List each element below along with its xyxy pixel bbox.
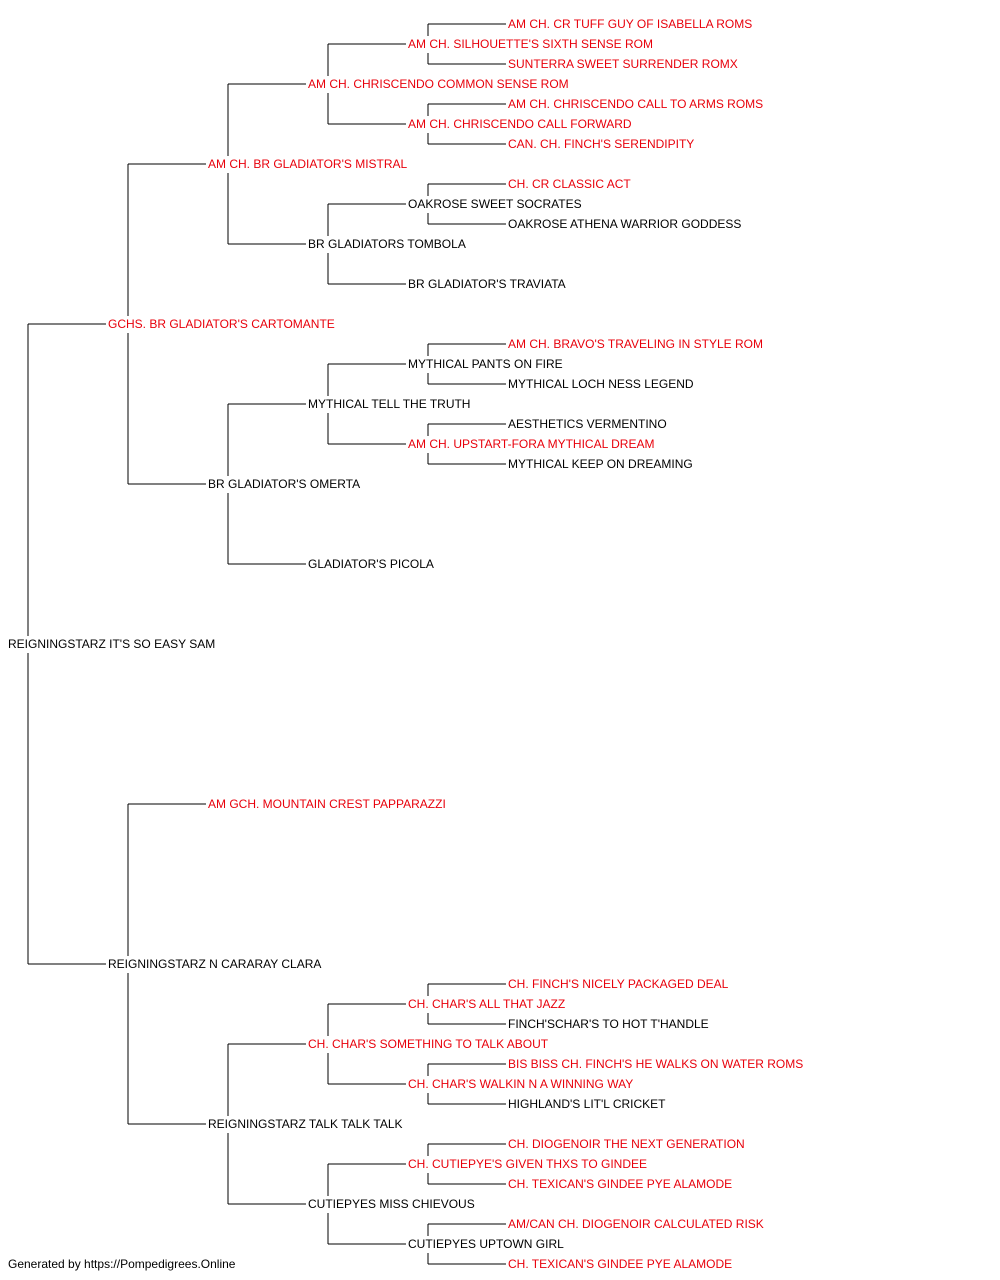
sire-5-name[interactable]: AM CH. BRAVO'S TRAVELING IN STYLE ROM [508, 337, 764, 351]
dam-5-name[interactable]: CH. TEXICAN'S GINDEE PYE ALAMODE [508, 1177, 733, 1191]
dam-5-name[interactable]: OAKROSE ATHENA WARRIOR GODDESS [508, 217, 742, 231]
sire-4-name[interactable]: OAKROSE SWEET SOCRATES [408, 197, 582, 211]
sire-5-name[interactable]: CH. FINCH'S NICELY PACKAGED DEAL [508, 977, 729, 991]
sire-5-name[interactable]: AM CH. CR TUFF GUY OF ISABELLA ROMS [508, 17, 753, 31]
sire-5-name[interactable]: CH. CR CLASSIC ACT [508, 177, 631, 191]
dam-5-name[interactable]: CH. TEXICAN'S GINDEE PYE ALAMODE [508, 1257, 733, 1271]
sire-5-name[interactable]: AM CH. CHRISCENDO CALL TO ARMS ROMS [508, 97, 764, 111]
dam-2-name[interactable]: REIGNINGSTARZ TALK TALK TALK [208, 1117, 403, 1131]
sire-3-name[interactable]: MYTHICAL TELL THE TRUTH [308, 397, 471, 411]
dam-4-name[interactable]: CUTIEPYES UPTOWN GIRL [408, 1237, 564, 1251]
dam-5-name[interactable]: MYTHICAL LOCH NESS LEGEND [508, 377, 694, 391]
generated-by-footer[interactable]: Generated by https://Pompedigrees.Online [8, 1257, 236, 1271]
sire-1-name[interactable]: GCHS. BR GLADIATOR'S CARTOMANTE [108, 317, 335, 331]
dam-5-name[interactable]: CAN. CH. FINCH'S SERENDIPITY [508, 137, 695, 151]
sire-5-name[interactable]: BIS BISS CH. FINCH'S HE WALKS ON WATER R… [508, 1057, 804, 1071]
subject-dog-name[interactable]: REIGNINGSTARZ IT'S SO EASY SAM [8, 637, 216, 651]
sire-5-name[interactable]: AESTHETICS VERMENTINO [508, 417, 667, 431]
dam-4-name[interactable]: AM CH. UPSTART-FORA MYTHICAL DREAM [408, 437, 655, 451]
sire-4-name[interactable]: MYTHICAL PANTS ON FIRE [408, 357, 563, 371]
sire-2-name[interactable]: AM GCH. MOUNTAIN CREST PAPPARAZZI [208, 797, 446, 811]
sire-3-name[interactable]: CH. CHAR'S SOMETHING TO TALK ABOUT [308, 1037, 549, 1051]
dam-5-name[interactable]: SUNTERRA SWEET SURRENDER ROMX [508, 57, 738, 71]
sire-5-name[interactable]: AM/CAN CH. DIOGENOIR CALCULATED RISK [508, 1217, 764, 1231]
sire-3-name[interactable]: AM CH. CHRISCENDO COMMON SENSE ROM [308, 77, 569, 91]
sire-2-name[interactable]: AM CH. BR GLADIATOR'S MISTRAL [208, 157, 408, 171]
dam-3-name[interactable]: BR GLADIATORS TOMBOLA [308, 237, 466, 251]
dam-3-name[interactable]: CUTIEPYES MISS CHIEVOUS [308, 1197, 475, 1211]
sire-4-name[interactable]: AM CH. SILHOUETTE'S SIXTH SENSE ROM [408, 37, 653, 51]
sire-5-name[interactable]: CH. DIOGENOIR THE NEXT GENERATION [508, 1137, 745, 1151]
dam-4-name[interactable]: AM CH. CHRISCENDO CALL FORWARD [408, 117, 632, 131]
dam-4-name[interactable]: BR GLADIATOR'S TRAVIATA [408, 277, 566, 291]
dam-5-name[interactable]: HIGHLAND'S LIT'L CRICKET [508, 1097, 666, 1111]
sire-4-name[interactable]: CH. CHAR'S ALL THAT JAZZ [408, 997, 566, 1011]
dam-2-name[interactable]: BR GLADIATOR'S OMERTA [208, 477, 361, 491]
dam-1-name[interactable]: REIGNINGSTARZ N CARARAY CLARA [108, 957, 322, 971]
dam-3-name[interactable]: GLADIATOR'S PICOLA [308, 557, 434, 571]
sire-4-name[interactable]: CH. CUTIEPYE'S GIVEN THXS TO GINDEE [408, 1157, 648, 1171]
dam-4-name[interactable]: CH. CHAR'S WALKIN N A WINNING WAY [408, 1077, 634, 1091]
dam-5-name[interactable]: FINCH'SCHAR'S TO HOT T'HANDLE [508, 1017, 709, 1031]
dam-5-name[interactable]: MYTHICAL KEEP ON DREAMING [508, 457, 693, 471]
